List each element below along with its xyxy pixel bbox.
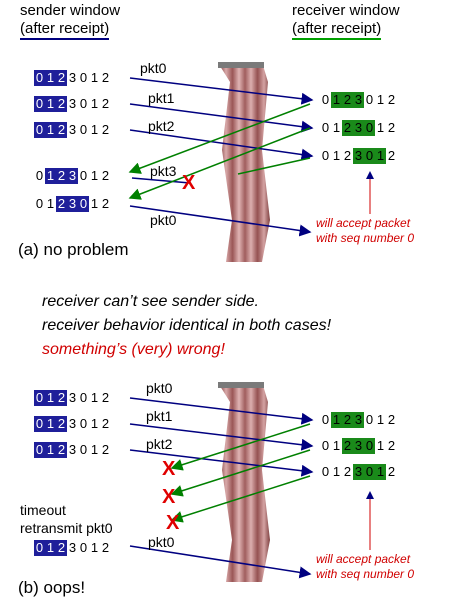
ack-b-3 (170, 475, 311, 523)
label-b-pkt0-retx: pkt0 (148, 534, 175, 550)
ack-a-3 (237, 157, 311, 175)
label-a-pkt1: pkt1 (148, 90, 175, 106)
note-b-line2: with seq number 0 (316, 567, 415, 581)
curtain-b (218, 382, 270, 582)
receiver-header-line2: (after receipt) (292, 20, 382, 40)
ack-a-2 (128, 127, 311, 200)
middle-line1: receiver can’t see sender side. (42, 293, 259, 310)
note-a-line2: with seq number 0 (316, 231, 415, 245)
timeout-label: timeout (20, 502, 66, 518)
caption-a: (a) no problem (18, 240, 129, 259)
label-b-pkt2: pkt2 (146, 436, 173, 452)
arrow-b-pkt0-retx (129, 545, 312, 579)
caption-b: (b) oops! (18, 578, 86, 597)
note-b: will accept packet with seq number 0 (316, 552, 414, 582)
sender-window-header: sender window (after receipt) (20, 2, 121, 40)
loss-x-b2: X (162, 486, 176, 508)
note-b-line1: will accept packet (316, 552, 411, 566)
loss-x-b3: X (166, 512, 180, 534)
loss-x-b1: X (162, 458, 176, 480)
arrow-a-pkt2 (129, 129, 314, 161)
arrow-b-pkt0 (129, 397, 314, 425)
arrow-a-pkt0-retx (129, 205, 312, 237)
arrow-a-pkt0 (129, 77, 314, 105)
retransmit-label: retransmit pkt0 (20, 520, 113, 536)
label-a-pkt0: pkt0 (140, 60, 167, 76)
receiver-header-line1: receiver window (292, 2, 400, 19)
ack-a-1 (128, 103, 311, 174)
receiver-window-header: receiver window (after receipt) (292, 2, 400, 40)
middle-line3: something’s (very) wrong! (42, 341, 225, 358)
loss-x-a: X (182, 172, 196, 194)
ack-b-2 (170, 449, 311, 497)
sender-header-line2: (after receipt) (20, 20, 110, 40)
label-a-pkt0-retx: pkt0 (150, 212, 177, 228)
label-b-pkt1: pkt1 (146, 408, 173, 424)
label-b-pkt0: pkt0 (146, 380, 173, 396)
note-a: will accept packet with seq number 0 (316, 216, 414, 246)
sender-header-line1: sender window (20, 2, 121, 19)
label-a-pkt2: pkt2 (148, 118, 175, 134)
curtain-a (218, 62, 270, 262)
arrow-b-pkt2 (129, 449, 314, 477)
label-a-pkt3: pkt3 (150, 163, 177, 179)
note-a-line1: will accept packet (316, 216, 411, 230)
arrow-a-pkt1 (129, 103, 314, 133)
arrow-a-pkt3 (131, 177, 191, 184)
arrow-b-pkt1 (129, 423, 314, 451)
middle-line2: receiver behavior identical in both case… (42, 317, 332, 334)
ack-b-1 (170, 423, 311, 471)
